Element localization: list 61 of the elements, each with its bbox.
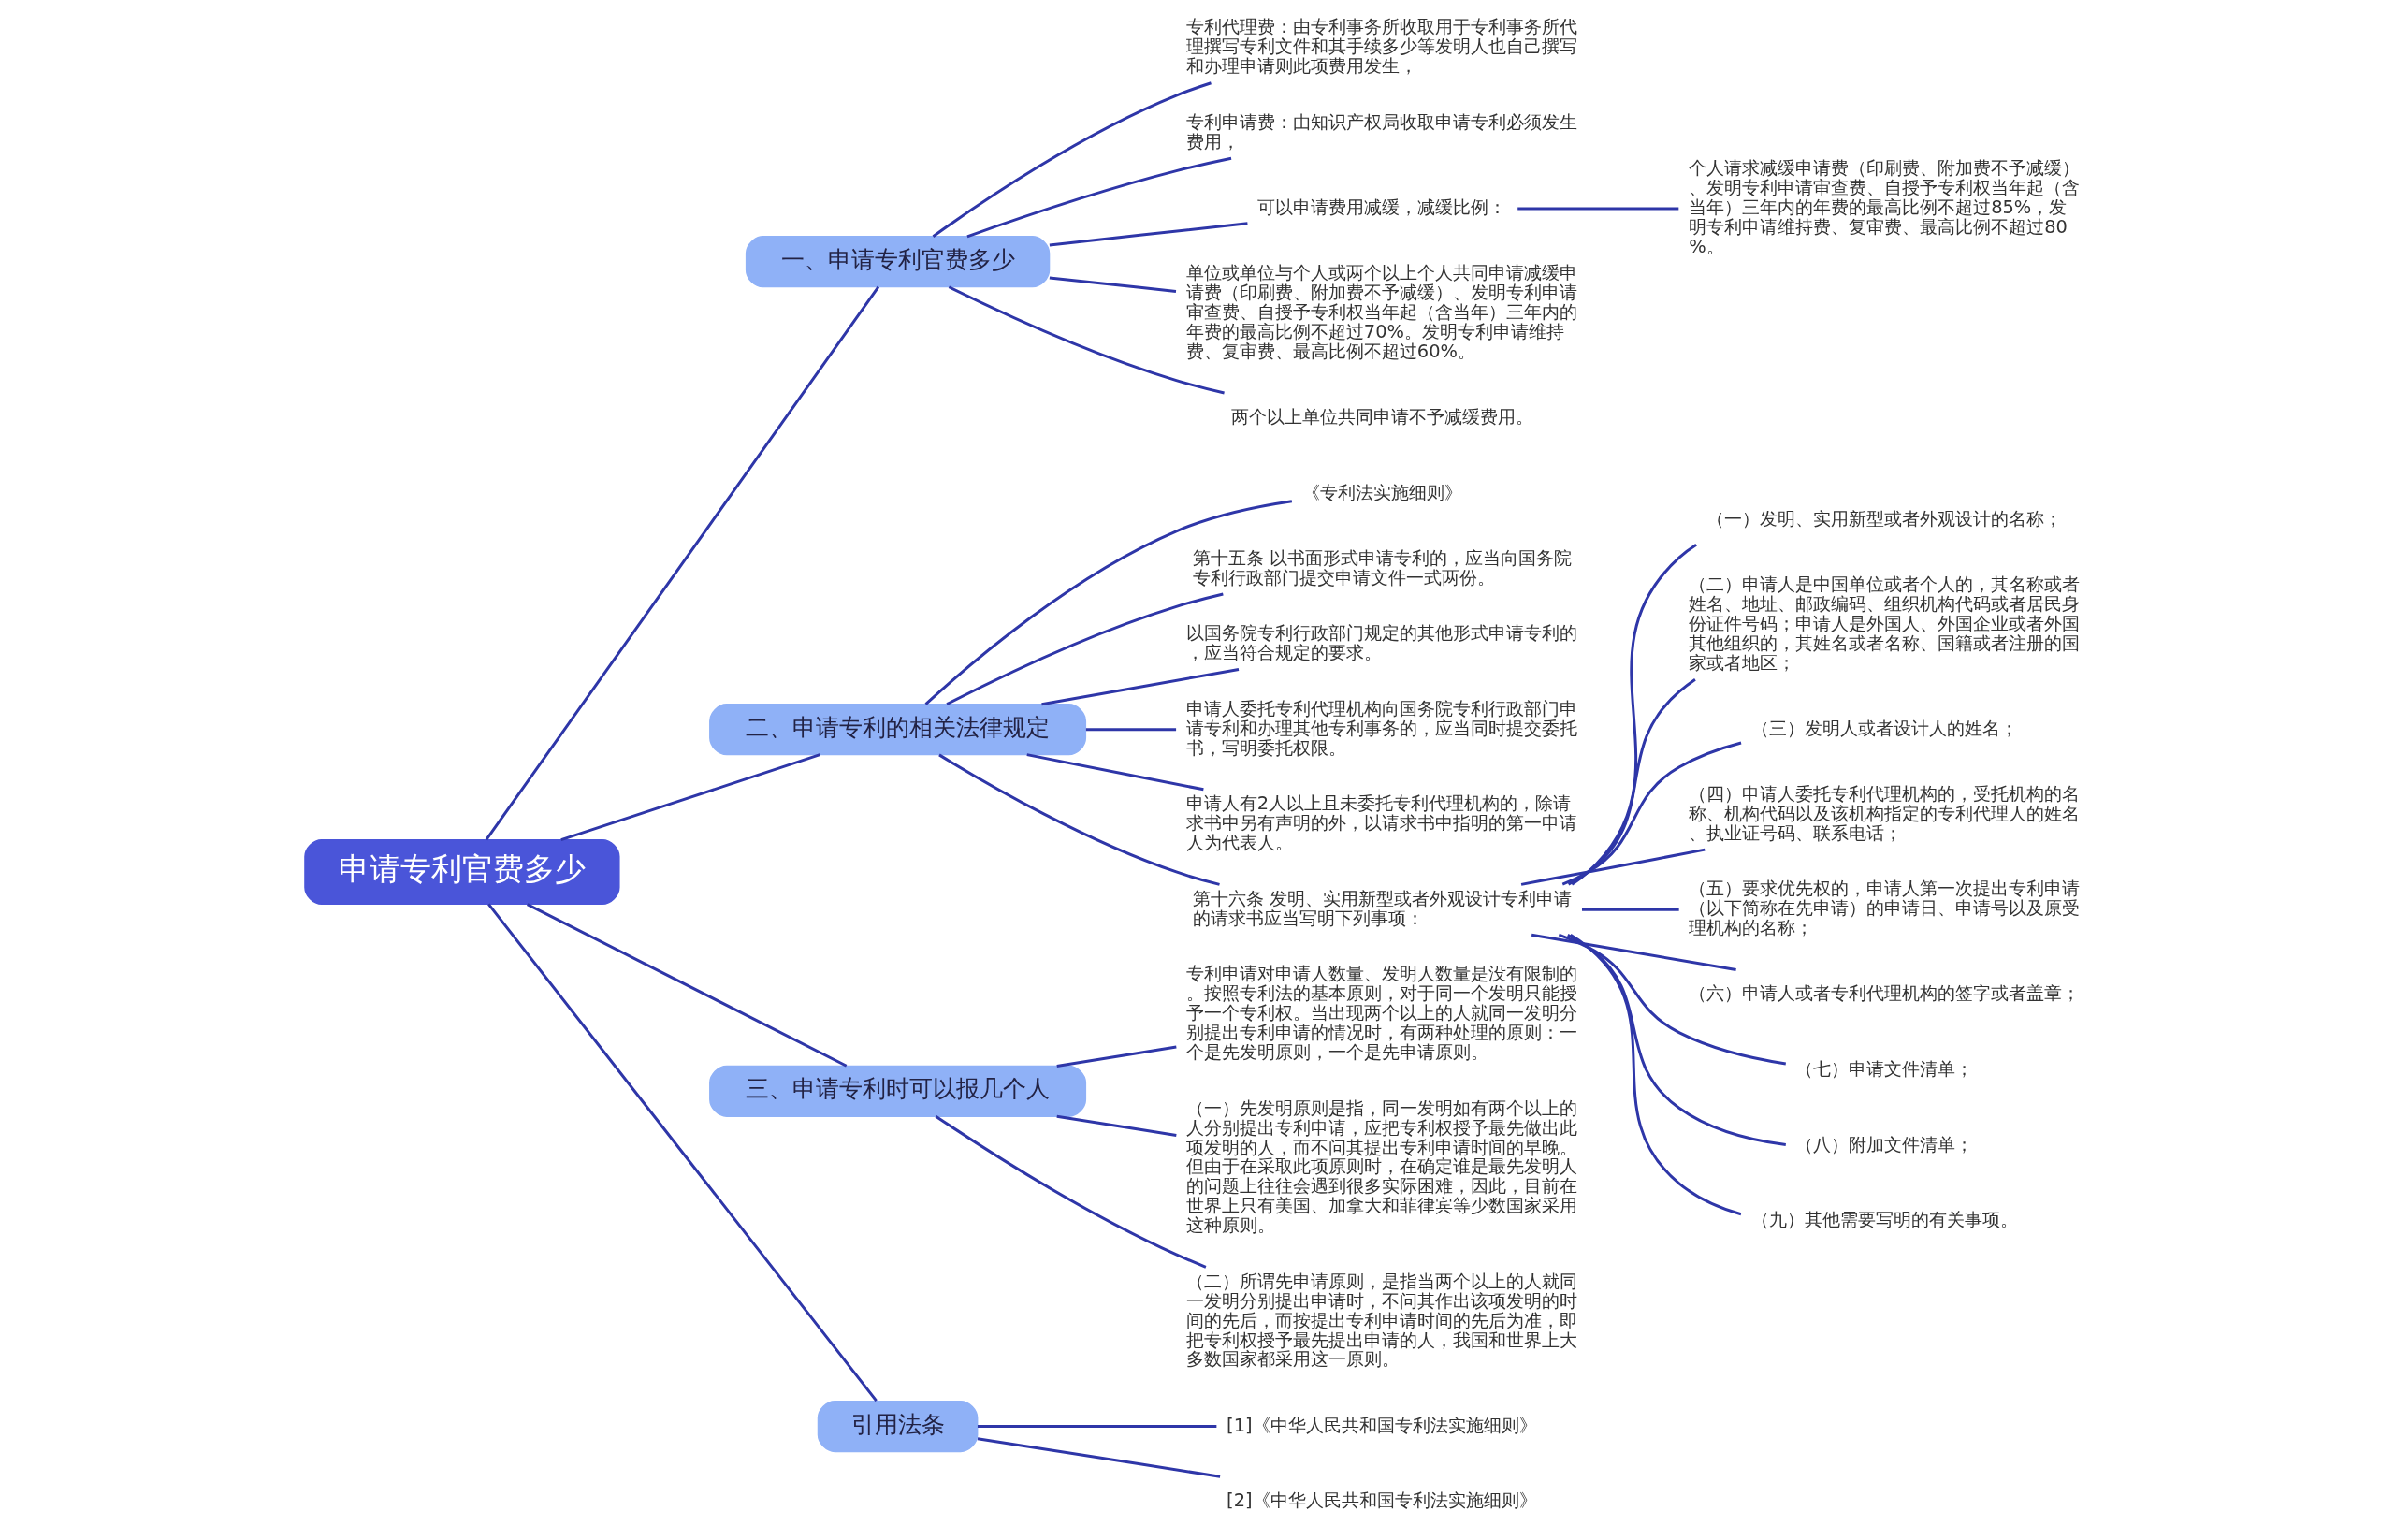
connector [1569, 934, 1741, 1216]
connector [945, 592, 1224, 705]
node-text: 以国务院专利行政部门规定的其他形式申请专利的，应当符合规定的要求。 [1185, 622, 1577, 664]
node-text: （九）其他需要写明的有关事项。 [1750, 1209, 2018, 1231]
connector [485, 285, 879, 841]
node-text: （八）附加文件清单； [1794, 1133, 1973, 1155]
node-text: 专利申请对申请人数量、发明人数量是没有限制的。按照专利法的基本原则，对于同一个发明只能授予一个专利权。当出现两个以上的人就同一发明分别提出专利申请的情况时，有两种处理的原则：一个是先发明原则，一个是先申请原则。 [1185, 963, 1577, 1064]
node-box: 三、申请专利时可以报几个人 [708, 1065, 1086, 1117]
connector [1520, 848, 1706, 886]
connector [1567, 678, 1696, 886]
connector [1055, 1114, 1177, 1137]
node-text: （三）发明人或者设计人的姓名； [1750, 717, 2018, 739]
node-text: 专利申请费：由知识产权局收取申请专利必须发生费用， [1185, 110, 1577, 153]
node-text: （二）所谓先申请原则，是指当两个以上的人就同一发明分别提出申请时，不问其作出该项发明的时间的先后，而按提出专利申请时间的先后为准，即把专利权授予最先提出申请的人，我国和世界上大多数国家都采用这一原则。 [1185, 1270, 1577, 1371]
node-text: 《专利法实施细则》 [1301, 481, 1462, 503]
node-text: （六）申请人或者专利代理机构的签字或者盖章； [1688, 982, 2080, 1005]
node-text: 申请人委托专利代理机构向国务院专利行政部门申请专利和办理其他专利事务的，应当同时提交委托书，写明委托权限。 [1185, 697, 1577, 759]
node-box: 一、申请专利官费多少 [745, 236, 1050, 288]
connector [1561, 741, 1741, 886]
node-text: [2]《中华人民共和国专利法实施细则》 [1226, 1489, 1537, 1512]
node-text: 第十六条 发明、实用新型或者外观设计专利申请的请求书应当写明下列事项： [1192, 887, 1572, 929]
connector [1581, 908, 1679, 911]
connector [932, 81, 1212, 238]
connector [1566, 934, 1786, 1146]
node-text: [1]《中华人民共和国专利法实施细则》 [1226, 1414, 1537, 1436]
node-box: 引用法条 [817, 1400, 978, 1453]
connector [977, 1437, 1220, 1478]
node-text: 单位或单位与个人或两个以上个人共同申请减缓申请费（印刷费、附加费不予减缓）、发明专利申请审查费、自授予专利权当年起（含当年）三年内的年费的最高比例不超过70%。发明专利申请维持费、复审费、最高比例不超过60%。 [1185, 262, 1577, 362]
connector [1049, 222, 1248, 247]
connector [1570, 543, 1697, 886]
connector [1025, 753, 1204, 792]
node-text: （四）申请人委托专利代理机构的，受托机构的名称、机构代码以及该机构指定的专利代理人的姓名、执业证号码、联系电话； [1688, 782, 2080, 844]
node-text: （二）申请人是中国单位或者个人的，其名称或者姓名、地址、邮政编码、组织机构代码或者居民身份证件号码；申请人是外国人、外国企业或者外国其他组织的，其姓名或者名称、国籍或者注册的国家或者地区； [1688, 574, 2080, 674]
connector [935, 1114, 1206, 1269]
connector [1558, 933, 1786, 1066]
connector [526, 903, 847, 1068]
node-text: 可以申请费用减缓，减缓比例： [1256, 196, 1506, 219]
node-text: 第十五条 以书面形式申请专利的，应当向国务院专利行政部门提交申请文件一式两份。 [1192, 546, 1572, 588]
node-text: （七）申请文件清单； [1794, 1057, 1973, 1080]
connector [1055, 1045, 1177, 1068]
connector [486, 903, 878, 1402]
connector [1517, 207, 1678, 211]
connector [924, 500, 1292, 705]
connector [1531, 933, 1736, 971]
node-text: 专利代理费：由专利事务所收取用于专利事务所代理撰写专利文件和其手续多少等发明人也自己撰写和办理申请则此项费用发生， [1185, 16, 1577, 78]
connector [1085, 728, 1176, 732]
node-text: 申请人有2人以上且未委托专利代理机构的，除请求书中另有声明的外，以请求书中指明的第一申请人为代表人。 [1185, 792, 1577, 854]
connector [1040, 668, 1239, 706]
connector [559, 753, 820, 841]
connector [937, 753, 1220, 886]
node-box: 二、申请专利的相关法律规定 [708, 704, 1086, 756]
node-box: 申请专利官费多少 [303, 838, 620, 906]
connector [965, 156, 1231, 239]
node-text: （五）要求优先权的，申请人第一次提出专利申请（以下简称在先申请）的申请日、申请号以及原受理机构的名称； [1688, 878, 2080, 939]
node-text: 个人请求减缓申请费（印刷费、附加费不予减缓）、发明专利申请审查费、自授予专利权当年起（含当年）三年内的年费的最高比例不超过85%，发明专利申请维持费、复审费、最高比例不超过80%。 [1688, 157, 2080, 257]
node-text: （一）先发明原则是指，同一发明如有两个以上的人分别提出专利申请，应把专利权授予最先做出此项发明的人，而不问其提出专利申请时间的早晚。但由于在采取此项原则时，在确定谁是最先发明人的问题上往往会遇到很多实际困难，因此，目前在世界上只有美国、加拿大和菲律宾等少数国家采用这种原则。 [1185, 1097, 1577, 1237]
node-text: （一）发明、实用新型或者外观设计的名称； [1706, 507, 2062, 530]
connector [948, 285, 1225, 395]
connector [977, 1425, 1216, 1429]
connector [1049, 276, 1176, 293]
node-text: 两个以上单位共同申请不予减缓费用。 [1230, 405, 1533, 428]
